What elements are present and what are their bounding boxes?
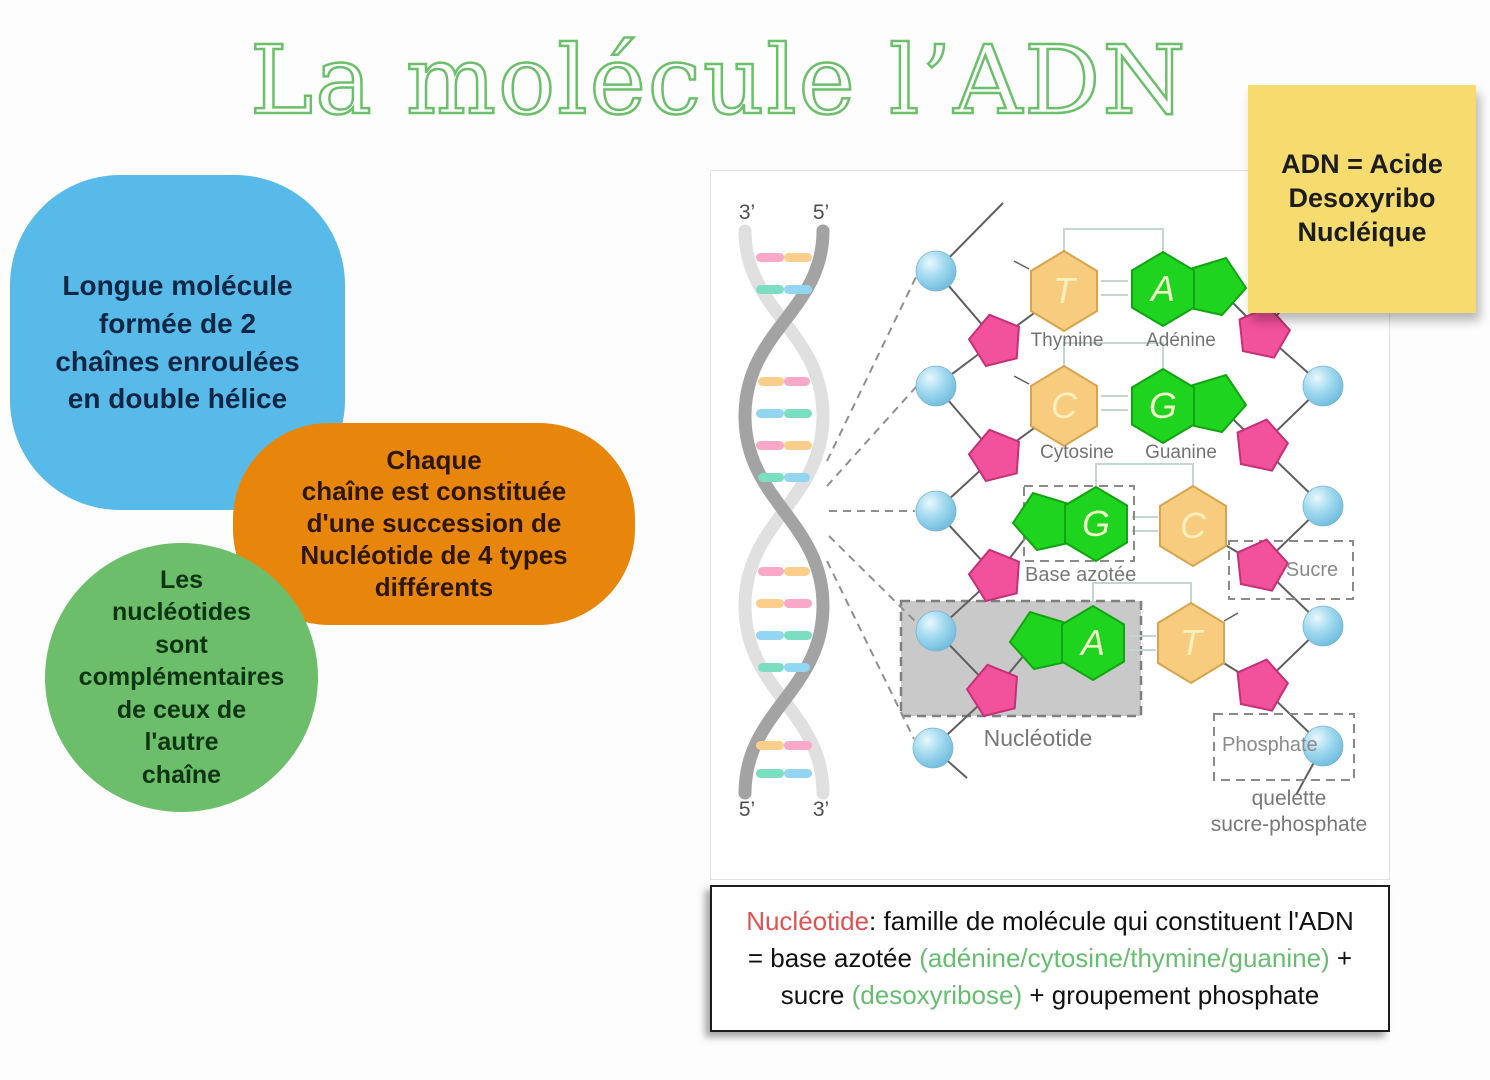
- definition-term: Nucléotide: [746, 906, 870, 937]
- dna-diagram-panel: 3’ 5’ 5’ 3’: [710, 170, 1390, 880]
- label-backbone-line1: quelette: [1252, 787, 1327, 810]
- label-phosphate: Phosphate: [1222, 734, 1318, 756]
- bubble-double-helix-text: Longue molécule formée de 2 chaînes enro…: [55, 269, 300, 415]
- phosphate-sphere: [915, 610, 957, 652]
- phosphate-sphere: [915, 250, 957, 292]
- zoom-fan-lines: [826, 276, 918, 740]
- bubble-complementarity: Les nucléotides sont complémentaires de …: [45, 543, 318, 812]
- base-pair-GC: G C: [1011, 484, 1227, 568]
- double-helix: 3’ 5’ 5’ 3’: [738, 201, 830, 821]
- label-base-azotee: Base azotée: [1025, 564, 1136, 586]
- phosphate-sphere: [1302, 725, 1344, 767]
- base-letter-G: G: [1082, 503, 1110, 544]
- base-adenine: [1131, 250, 1248, 328]
- sugar-pentagon: [1236, 538, 1290, 592]
- base-letter-T: T: [1180, 622, 1205, 663]
- strand-end-5-bottom: 5’: [739, 798, 755, 821]
- phosphate-box: [1213, 713, 1355, 781]
- sugar-pentagon: [1238, 305, 1292, 359]
- definition-box: Nucléotide: famille de molécule qui cons…: [710, 885, 1390, 1032]
- bubble-chain-nucleotides-text: Chaque chaîne est constituée d'une succe…: [300, 444, 568, 602]
- definition-text: Nucléotide: famille de molécule qui cons…: [712, 893, 1388, 1024]
- right-backbone-line: [1259, 276, 1325, 796]
- base-letter-T: T: [1053, 270, 1078, 311]
- definition-body1: famille de molécule qui constituent l'AD…: [747, 906, 1354, 974]
- label-backbone-line2: sucre-phosphate: [1211, 813, 1367, 836]
- dna-diagram: 3’ 5’ 5’ 3’: [738, 201, 1367, 836]
- bubble-chain-nucleotides: Chaque chaîne est constituée d'une succe…: [233, 423, 635, 625]
- sucre-box: [1228, 540, 1354, 600]
- helix-strand-dark: [738, 224, 830, 800]
- label-guanine: Guanine: [1145, 442, 1217, 463]
- label-nucleotide: Nucléotide: [984, 725, 1093, 751]
- base-letter-A: A: [1149, 268, 1175, 309]
- bubble-double-helix: Longue molécule formée de 2 chaînes enro…: [10, 175, 345, 510]
- phosphate-sphere: [1302, 485, 1344, 527]
- label-sucre: Sucre: [1286, 559, 1338, 581]
- sugar-pentagon: [1236, 418, 1290, 472]
- base-thymine: [1030, 249, 1098, 333]
- base-letter-G: G: [1149, 385, 1177, 426]
- sticky-note-text: ADN = Acide Desoxyribo Nucléique: [1281, 149, 1443, 247]
- base-letter-C: C: [1051, 385, 1078, 426]
- sugar-pentagons: [965, 305, 1292, 718]
- label-cytosine: Cytosine: [1040, 442, 1114, 463]
- base-pair-CG: C G Cytosine Guanine: [1030, 364, 1248, 463]
- base-pair-TA: T A Thymine Adénine: [1030, 249, 1248, 351]
- base-guanine: [1131, 367, 1248, 445]
- label-adenine: Adénine: [1146, 330, 1216, 351]
- phosphate-sphere: [912, 727, 954, 769]
- base-cytosine: [1030, 364, 1098, 448]
- page-title: La molécule l’ADN: [249, 25, 1188, 138]
- sugar-pentagon: [965, 663, 1018, 718]
- strand-end-3-bottom: 3’: [813, 798, 829, 821]
- bubble-complementarity-text: Les nucléotides sont complémentaires de …: [78, 565, 285, 789]
- phosphate-sphere: [1302, 605, 1344, 647]
- label-thymine: Thymine: [1031, 330, 1104, 351]
- hydrogen-bond-brackets: [1063, 228, 1194, 651]
- base-adenine-left: [1008, 604, 1125, 682]
- strand-end-5-top: 5’: [813, 201, 829, 224]
- phosphate-sphere: [915, 365, 957, 407]
- definition-sep: :: [869, 906, 884, 937]
- phosphate-sphere: [1302, 365, 1344, 407]
- base-pair-AT: A T: [1008, 601, 1225, 685]
- definition-body3: + groupement phosphate: [1022, 979, 1320, 1010]
- definition-bases-list: (adénine/cytosine/thymine/guanine): [919, 943, 1330, 974]
- helix-rungs: [756, 253, 812, 778]
- strand-end-3-top: 3’: [739, 201, 755, 224]
- sugar-pentagon: [967, 313, 1020, 368]
- sugar-pentagon: [967, 428, 1020, 483]
- base-letter-A: A: [1079, 622, 1105, 663]
- base-guanine-left: [1011, 485, 1128, 563]
- base-letter-C: C: [1180, 505, 1207, 546]
- sugar-pentagon: [967, 548, 1020, 603]
- definition-body2: + sucre: [780, 943, 1353, 1010]
- phosphate-sphere: [915, 490, 957, 532]
- sticky-note: ADN = Acide Desoxyribo Nucléique: [1248, 85, 1476, 313]
- sugar-pentagon: [1236, 658, 1290, 712]
- phosphate-spheres: [912, 250, 1344, 769]
- base-thymine-right: [1157, 601, 1225, 685]
- definition-sugar-name: (desoxyribose): [851, 979, 1023, 1010]
- base-cytosine-right: [1159, 484, 1227, 568]
